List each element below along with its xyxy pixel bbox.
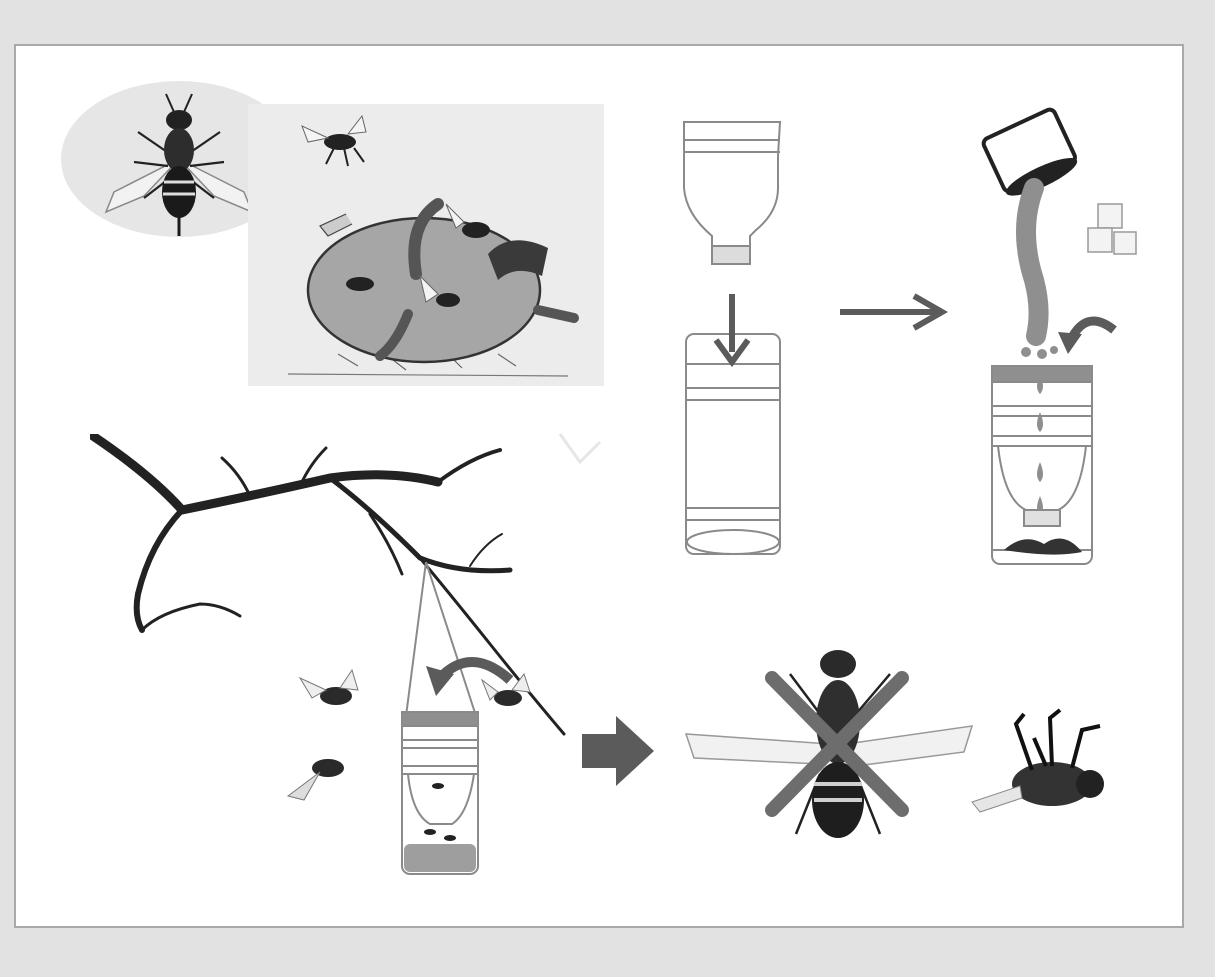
result-arrow [580,714,656,788]
diagram-frame [14,44,1184,928]
bottle-cut-and-invert-panel [670,118,798,560]
bait-pouring-panel [964,100,1154,570]
flying-fly-icon [300,670,358,705]
fly-killed-panel [680,634,1122,858]
trap-hanging-panel [90,434,580,882]
bottle-icon [670,118,798,560]
infested-fruit-panel [248,104,604,386]
dead-fly-icon [680,634,1122,858]
check-icon [556,430,604,470]
step-arrow-right [838,292,950,332]
arrow-right-icon [838,292,950,332]
paint-can-icon [964,100,1154,570]
faint-check-mark [556,430,604,470]
block-arrow-right-icon [580,714,656,788]
infested-fruit-icon [248,104,604,386]
branch-icon [90,434,580,882]
